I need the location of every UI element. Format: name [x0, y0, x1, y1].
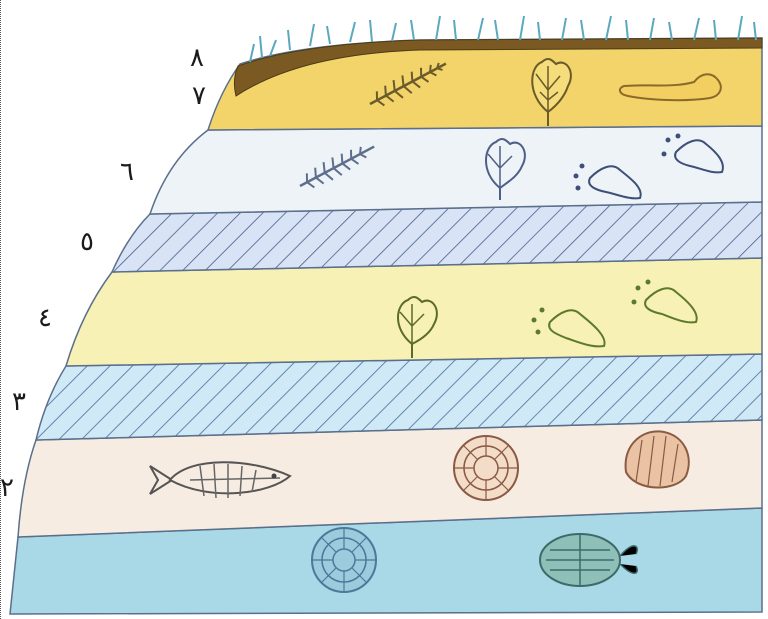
layer-label-5: ٥ [80, 227, 94, 257]
ammonite-fossil-1 [454, 436, 518, 500]
layer-label-8: ٨ [190, 43, 204, 73]
scallop-shell-fossil [626, 431, 689, 487]
layer-label-2: ٢ [0, 473, 14, 503]
layer-label-4: ٤ [38, 303, 52, 333]
layer-label-7: ٧ [192, 81, 206, 111]
left-margin-line [0, 0, 1, 619]
ammonite-fossil-2 [312, 528, 376, 592]
layer-label-3: ٣ [12, 387, 26, 417]
layer-label-6: ٦ [120, 157, 134, 187]
